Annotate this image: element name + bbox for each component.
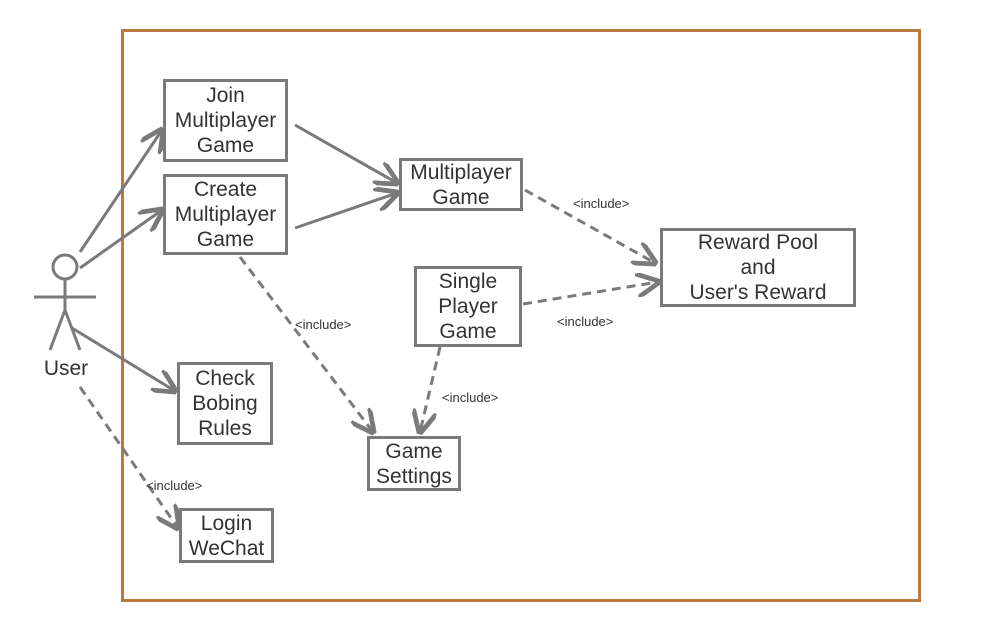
assoc-user-join — [78, 130, 162, 253]
include-label-multi-reward: <include> — [573, 196, 629, 211]
include-multi-reward — [524, 188, 655, 263]
assoc-user-create — [79, 210, 162, 270]
include-label-user-login: <include> — [146, 478, 202, 493]
assoc-join-multiplayer — [294, 123, 397, 183]
assoc-user-check-rules — [71, 326, 175, 391]
usecase-join-multiplayer[interactable]: Join Multiplayer Game — [163, 79, 288, 162]
include-label-single-settings: <include> — [442, 390, 498, 405]
include-user-login — [78, 386, 178, 528]
usecase-check-rules[interactable]: Check Bobing Rules — [177, 362, 273, 445]
include-single-settings — [420, 346, 442, 432]
include-label-single-reward: <include> — [557, 314, 613, 329]
usecase-reward-pool[interactable]: Reward Pool and User's Reward — [660, 228, 856, 307]
actor-label: User — [43, 357, 89, 380]
include-single-reward — [522, 282, 658, 306]
usecase-create-multiplayer[interactable]: Create Multiplayer Game — [163, 174, 288, 255]
system-boundary — [121, 29, 921, 602]
include-label-create-settings: <include> — [295, 317, 351, 332]
usecase-single-player[interactable]: Single Player Game — [414, 266, 522, 347]
usecase-login-wechat[interactable]: Login WeChat — [179, 508, 274, 563]
assoc-create-multiplayer — [294, 193, 397, 230]
include-create-settings — [238, 256, 373, 432]
usecase-game-settings[interactable]: Game Settings — [367, 436, 461, 491]
usecase-multiplayer-game[interactable]: Multiplayer Game — [399, 158, 523, 211]
